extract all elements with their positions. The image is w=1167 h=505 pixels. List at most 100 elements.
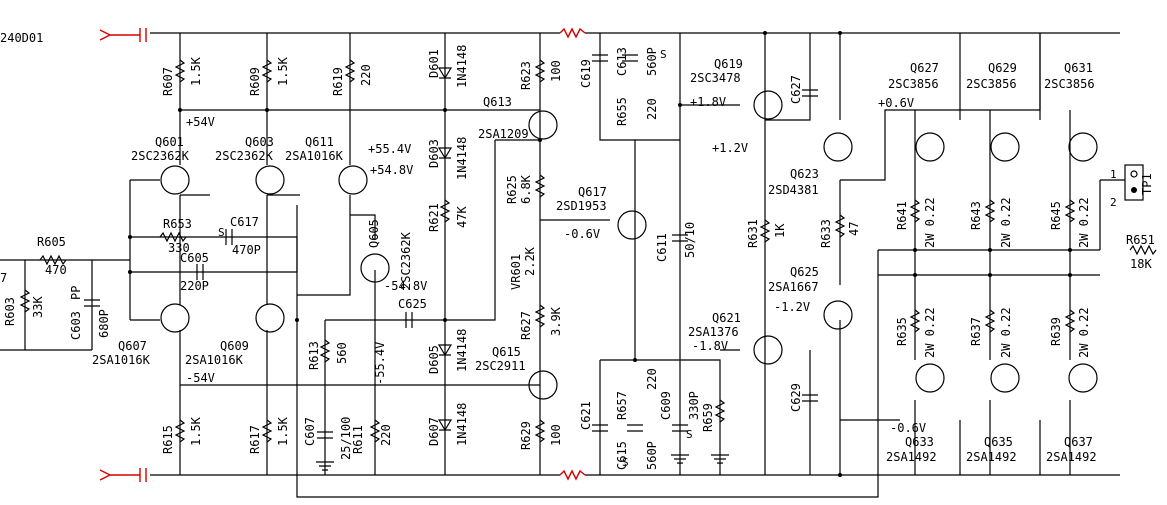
diode-symbols (437, 67, 453, 432)
transistor-part: 2SC3856 (966, 77, 1017, 91)
diode-ref: D605 (427, 345, 441, 374)
rail-label: +1.8V (690, 95, 726, 109)
transistor-ref: Q601 (155, 135, 184, 149)
resistor-ref: R657 (615, 391, 629, 420)
transistor-ref: Q635 (984, 435, 1013, 449)
resistor-ref: R643 (969, 201, 983, 230)
resistor-ref: R613 (307, 341, 321, 370)
resistor-ref: R607 (161, 67, 175, 96)
rail-label: -54V (186, 371, 215, 385)
wires (0, 32, 1125, 498)
resistor-ref: R621 (427, 203, 441, 232)
resistor-ref: R637 (969, 317, 983, 346)
resistor-value: 2W 0.22 (1077, 197, 1091, 248)
sheet-ref: 240D01 (0, 31, 43, 45)
transistor-part: 2SC3478 (690, 71, 741, 85)
transistor-part: 2SA1492 (966, 450, 1017, 464)
resistor-ref: R603 (3, 297, 17, 326)
polarity-mark: S (660, 48, 667, 61)
resistor-value: 220 (645, 368, 659, 390)
transistor-ref: Q613 (483, 95, 512, 109)
resistor-ref: R651 (1126, 233, 1155, 247)
rail-label: -0.6V (564, 227, 600, 241)
diode-part: 1N4148 (455, 403, 469, 446)
transistor-part: 2SA1667 (768, 280, 819, 294)
rail-label: +54.8V (370, 163, 413, 177)
resistor-ref: R609 (248, 67, 262, 96)
resistor-ref: R631 (746, 219, 760, 248)
capacitor-ref: C629 (789, 383, 803, 412)
capacitor-value: 470P (232, 243, 261, 257)
resistor-symbols (19, 59, 1157, 443)
rail-label: -0.6V (890, 421, 926, 435)
transistor-part: 2SA1209 (478, 127, 529, 141)
resistor-value: 3.9K (549, 306, 563, 336)
ground-symbols (316, 454, 729, 471)
resistor-ref: R653 (163, 217, 192, 231)
resistor-value: 6.8K (519, 174, 533, 204)
transistor-part: 2SA1016K (285, 149, 344, 163)
resistor-value: 470 (45, 263, 67, 277)
transistor-ref: Q609 (220, 339, 249, 353)
tp1-pin2-pad (1131, 187, 1137, 193)
capacitor-value: 220P (180, 279, 209, 293)
capacitor-ref: C621 (579, 401, 593, 430)
capacitor-ref: C609 (659, 391, 673, 420)
junction-dots (128, 31, 1072, 477)
resistor-value: 220 (359, 64, 373, 86)
resistor-ref: R659 (701, 403, 715, 432)
capacitor-value: 50/10 (683, 222, 697, 258)
transistor-ref: Q627 (910, 61, 939, 75)
resistor-ref: R641 (895, 201, 909, 230)
rail-label: +55.4V (368, 142, 411, 156)
capacitor-ref: C617 (230, 215, 259, 229)
transistor-part: 2SA1016K (92, 353, 151, 367)
transistor-ref: Q617 (578, 185, 607, 199)
resistor-ref: R617 (248, 425, 262, 454)
labels: 240D01 TP1 1 2 +54V -54V +55.4V +54.8V -… (0, 31, 1155, 470)
capacitor-ref: C615 (615, 441, 629, 470)
connector-pin1: 1 (1110, 168, 1117, 181)
transistor-ref: Q629 (988, 61, 1017, 75)
transistor-ref: Q631 (1064, 61, 1093, 75)
net-mark: 7 (0, 271, 7, 285)
resistor-ref: R633 (819, 219, 833, 248)
capacitor-value: 680P (97, 309, 111, 338)
resistor-value: 47 (847, 222, 861, 236)
resistor-value: 2W 0.22 (923, 197, 937, 248)
resistor-ref: R645 (1049, 201, 1063, 230)
resistor-value: 100 (549, 60, 563, 82)
transistor-part: 2SA1376 (688, 325, 739, 339)
capacitor-ref: C625 (398, 297, 427, 311)
transistor-symbols (160, 90, 1098, 400)
transistor-part: 2SC2362K (215, 149, 274, 163)
resistor-value: 100 (549, 424, 563, 446)
rail-label: +54V (186, 115, 215, 129)
resistor-value: 2W 0.22 (1077, 307, 1091, 358)
transistor-ref: Q605 (367, 219, 381, 248)
capacitor-ref: C619 (579, 59, 593, 88)
resistor-ref: R627 (519, 311, 533, 340)
diode-part: 1N4148 (455, 329, 469, 372)
transistor-ref: Q619 (714, 57, 743, 71)
resistor-value: 1.5K (189, 416, 203, 446)
tp1-pin1-pad (1130, 170, 1138, 178)
capacitor-ref: C611 (655, 233, 669, 262)
transistor-part: 2SC3856 (888, 77, 939, 91)
capacitor-ref: C613 (615, 47, 629, 76)
capacitor-value: 560P (645, 441, 659, 470)
transistor-ref: Q611 (305, 135, 334, 149)
capacitor-value: 25/100 (339, 417, 353, 460)
transistor-ref: Q607 (118, 339, 147, 353)
resistor-ref: R635 (895, 317, 909, 346)
resistor-ref: R625 (505, 175, 519, 204)
transistor-ref: Q623 (790, 167, 819, 181)
connector-name: TP1 (1140, 173, 1154, 195)
transistor-ref: Q637 (1064, 435, 1093, 449)
diode-ref: D601 (427, 49, 441, 78)
resistor-ref: R605 (37, 235, 66, 249)
polarity-mark: S (622, 456, 629, 469)
polarity-mark: S (218, 226, 225, 239)
transistor-ref: Q625 (790, 265, 819, 279)
capacitor-ref: C607 (303, 417, 317, 446)
